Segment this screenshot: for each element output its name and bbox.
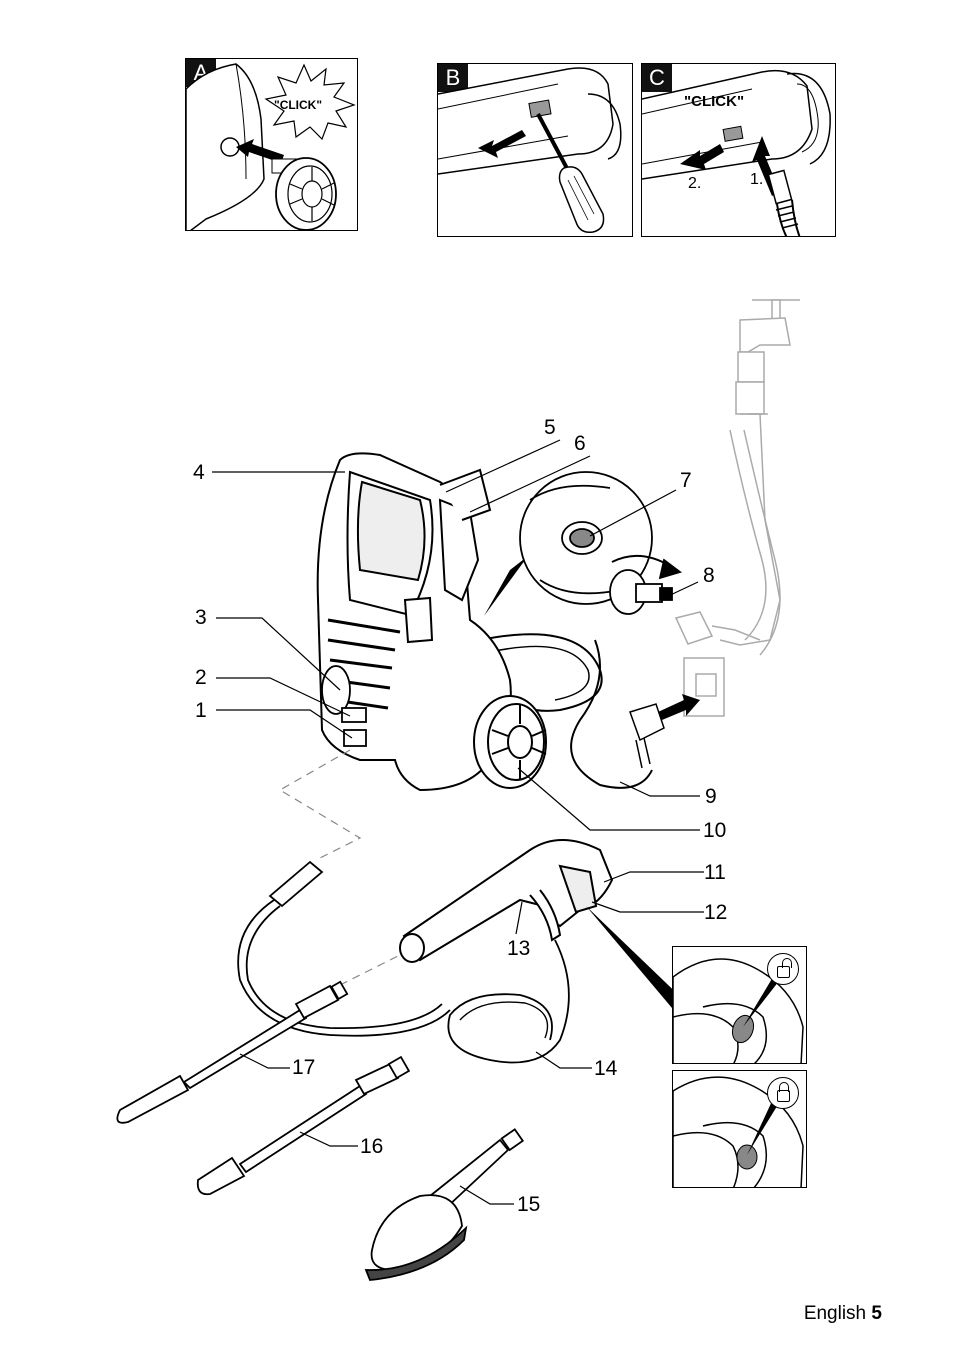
panel-c-step-2: 2. — [688, 175, 701, 192]
callout-17: 17 — [292, 1056, 316, 1079]
callout-12: 12 — [704, 901, 728, 924]
callout-7: 7 — [680, 469, 692, 492]
panel-c-click: "CLICK" — [684, 93, 744, 110]
wash-brush — [364, 1128, 525, 1281]
callout-10: 10 — [703, 819, 727, 842]
spray-lance — [116, 980, 349, 1124]
callout-2: 2 — [195, 666, 207, 689]
panel-b-illustration — [438, 67, 622, 234]
trigger-unlocked-panel — [672, 946, 807, 1064]
callout-3: 3 — [195, 606, 207, 629]
panel-a-illustration: "CLICK" — [186, 63, 356, 230]
panel-b-tag: B — [438, 64, 468, 92]
panel-c: C "CLICK" 2. 1. — [641, 63, 836, 237]
water-tap — [719, 299, 800, 656]
callout-14: 14 — [594, 1057, 618, 1080]
trigger-gun — [399, 839, 614, 963]
power-plug — [629, 694, 700, 769]
callout-6: 6 — [574, 432, 586, 455]
wall-socket — [683, 657, 725, 717]
lock-icon — [767, 1077, 799, 1109]
panel-a: A "CLICK" — [185, 58, 358, 231]
control-knobs — [321, 665, 367, 747]
callout-5: 5 — [544, 416, 556, 439]
panel-a-click: "CLICK" — [274, 98, 322, 112]
callout-16: 16 — [360, 1135, 384, 1158]
wheel — [473, 695, 547, 789]
callout-4: 4 — [193, 461, 205, 484]
trigger-locked-panel — [672, 1070, 807, 1188]
leader-lines — [212, 439, 704, 1205]
unlock-icon — [767, 953, 799, 985]
page-footer: English 5 — [804, 1303, 882, 1325]
callout-1: 1 — [195, 699, 207, 722]
panel-c-illustration: "CLICK" 2. 1. — [642, 69, 831, 236]
high-pressure-hose — [237, 860, 451, 1037]
panel-c-step-1: 1. — [750, 171, 763, 188]
callout-9: 9 — [705, 785, 717, 808]
panel-b: B — [437, 63, 633, 237]
panel-c-tag: C — [642, 64, 672, 92]
footer-language: English — [803, 1303, 867, 1324]
callout-11: 11 — [704, 861, 726, 884]
pressure-washer-body — [316, 452, 512, 792]
inlet-zoom — [519, 471, 682, 615]
footer-page-number: 5 — [871, 1303, 882, 1324]
callout-8: 8 — [703, 564, 715, 587]
callout-13: 13 — [507, 937, 531, 960]
callout-15: 15 — [517, 1193, 541, 1216]
